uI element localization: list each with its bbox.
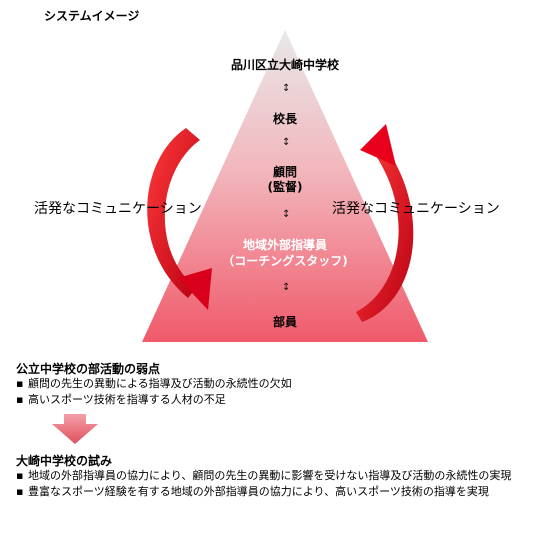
down-arrow-icon <box>52 414 98 444</box>
updown-icon: ↕ <box>282 137 291 148</box>
right-cycle-arrow <box>356 124 414 322</box>
bullet-icon: ▪ <box>16 469 24 482</box>
bullet-icon: ▪ <box>16 377 24 390</box>
communication-label-right: 活発なコミュニケーション <box>332 201 500 217</box>
bullet-icon: ▪ <box>16 393 24 406</box>
updown-icon: ↕ <box>282 83 291 94</box>
list-item: ▪豊富なスポーツ経験を有する地域の外部指導員の協力により、高いスポーツ技術の指導… <box>16 485 489 498</box>
communication-label-left: 活発なコミュニケーション <box>34 201 202 217</box>
initiative-list: ▪地域の外部指導員の協力により、顧問の先生の異動に影響を受けない指導及び活動の永… <box>16 468 531 500</box>
advisor-sub-label: (監督) <box>267 180 303 194</box>
pyramid-shape <box>142 30 428 342</box>
weakness-heading: 公立中学校の部活動の弱点 <box>16 362 161 376</box>
system-diagram <box>142 30 428 342</box>
bullet-icon: ▪ <box>16 485 24 498</box>
list-item: ▪地域の外部指導員の協力により、顧問の先生の異動に影響を受けない指導及び活動の永… <box>16 469 512 482</box>
initiative-heading: 大崎中学校の試み <box>16 454 113 468</box>
members-label: 部員 <box>272 315 297 329</box>
coach-label: 地域外部指導員 <box>242 238 327 252</box>
list-item: ▪顧問の先生の異動による指導及び活動の永続性の欠如 <box>16 377 292 390</box>
list-item: ▪高いスポーツ技術を指導する人材の不足 <box>16 393 226 406</box>
coach-sub-label: （コーチングスタッフ) <box>222 254 348 268</box>
updown-icon: ↕ <box>282 282 291 293</box>
updown-icon: ↕ <box>282 209 291 220</box>
school-label: 品川区立大崎中学校 <box>230 58 339 72</box>
advisor-label: 顧問 <box>272 165 297 179</box>
page-title: システムイメージ <box>44 9 140 23</box>
left-cycle-arrow <box>147 128 212 310</box>
weakness-list: ▪顧問の先生の異動による指導及び活動の永続性の欠如 ▪高いスポーツ技術を指導する… <box>16 376 526 408</box>
principal-label: 校長 <box>272 112 297 126</box>
